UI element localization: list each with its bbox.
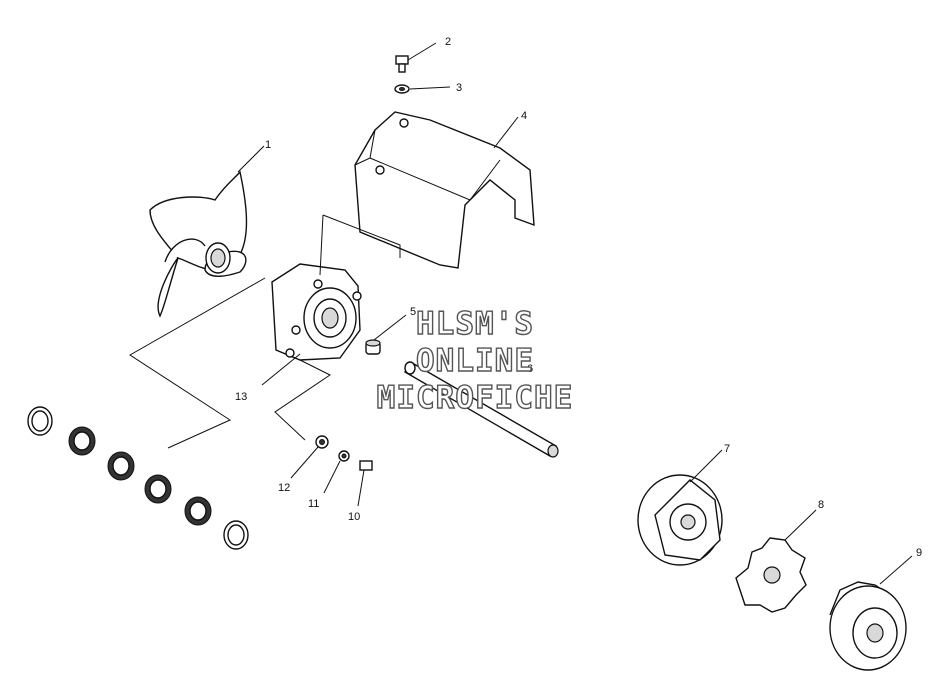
bushing-part <box>365 339 381 355</box>
callout-4: 4 <box>521 110 527 122</box>
callout-12: 12 <box>278 482 290 494</box>
watermark-line-2: ONLINE <box>416 343 534 379</box>
bearing-housing-part <box>271 263 362 361</box>
callout-6: 6 <box>527 363 533 375</box>
callout-3: 3 <box>456 82 462 94</box>
callout-11: 11 <box>308 498 319 510</box>
callout-5: 5 <box>410 306 416 318</box>
small-hardware <box>315 435 373 471</box>
drive-hub-part <box>637 474 723 566</box>
bracket-lines <box>129 214 401 449</box>
callout-leaders <box>237 42 913 585</box>
callout-8: 8 <box>818 499 824 511</box>
washer-part-3 <box>394 84 410 94</box>
callout-2: 2 <box>445 36 451 48</box>
watermark-line-1: HLSM'S <box>416 306 534 342</box>
bolt-part <box>395 55 409 73</box>
watermark: HLSM'S ONLINE MICROFICHE <box>376 305 574 416</box>
cover-plate-part <box>354 111 535 269</box>
seals-and-bearings <box>27 406 249 550</box>
callout-13: 13 <box>235 391 247 403</box>
callout-9: 9 <box>916 547 922 559</box>
callout-7: 7 <box>724 443 730 455</box>
callout-10: 10 <box>348 511 360 523</box>
star-coupler-part <box>735 537 807 613</box>
callout-1: 1 <box>265 139 271 151</box>
shaft-part <box>403 361 559 458</box>
propeller-part <box>149 170 248 318</box>
callout-labels: 1 2 3 4 5 6 7 8 9 10 11 12 13 <box>235 36 922 559</box>
lug-hub-part <box>829 581 907 671</box>
watermark-line-3: MICROFICHE <box>377 380 574 416</box>
